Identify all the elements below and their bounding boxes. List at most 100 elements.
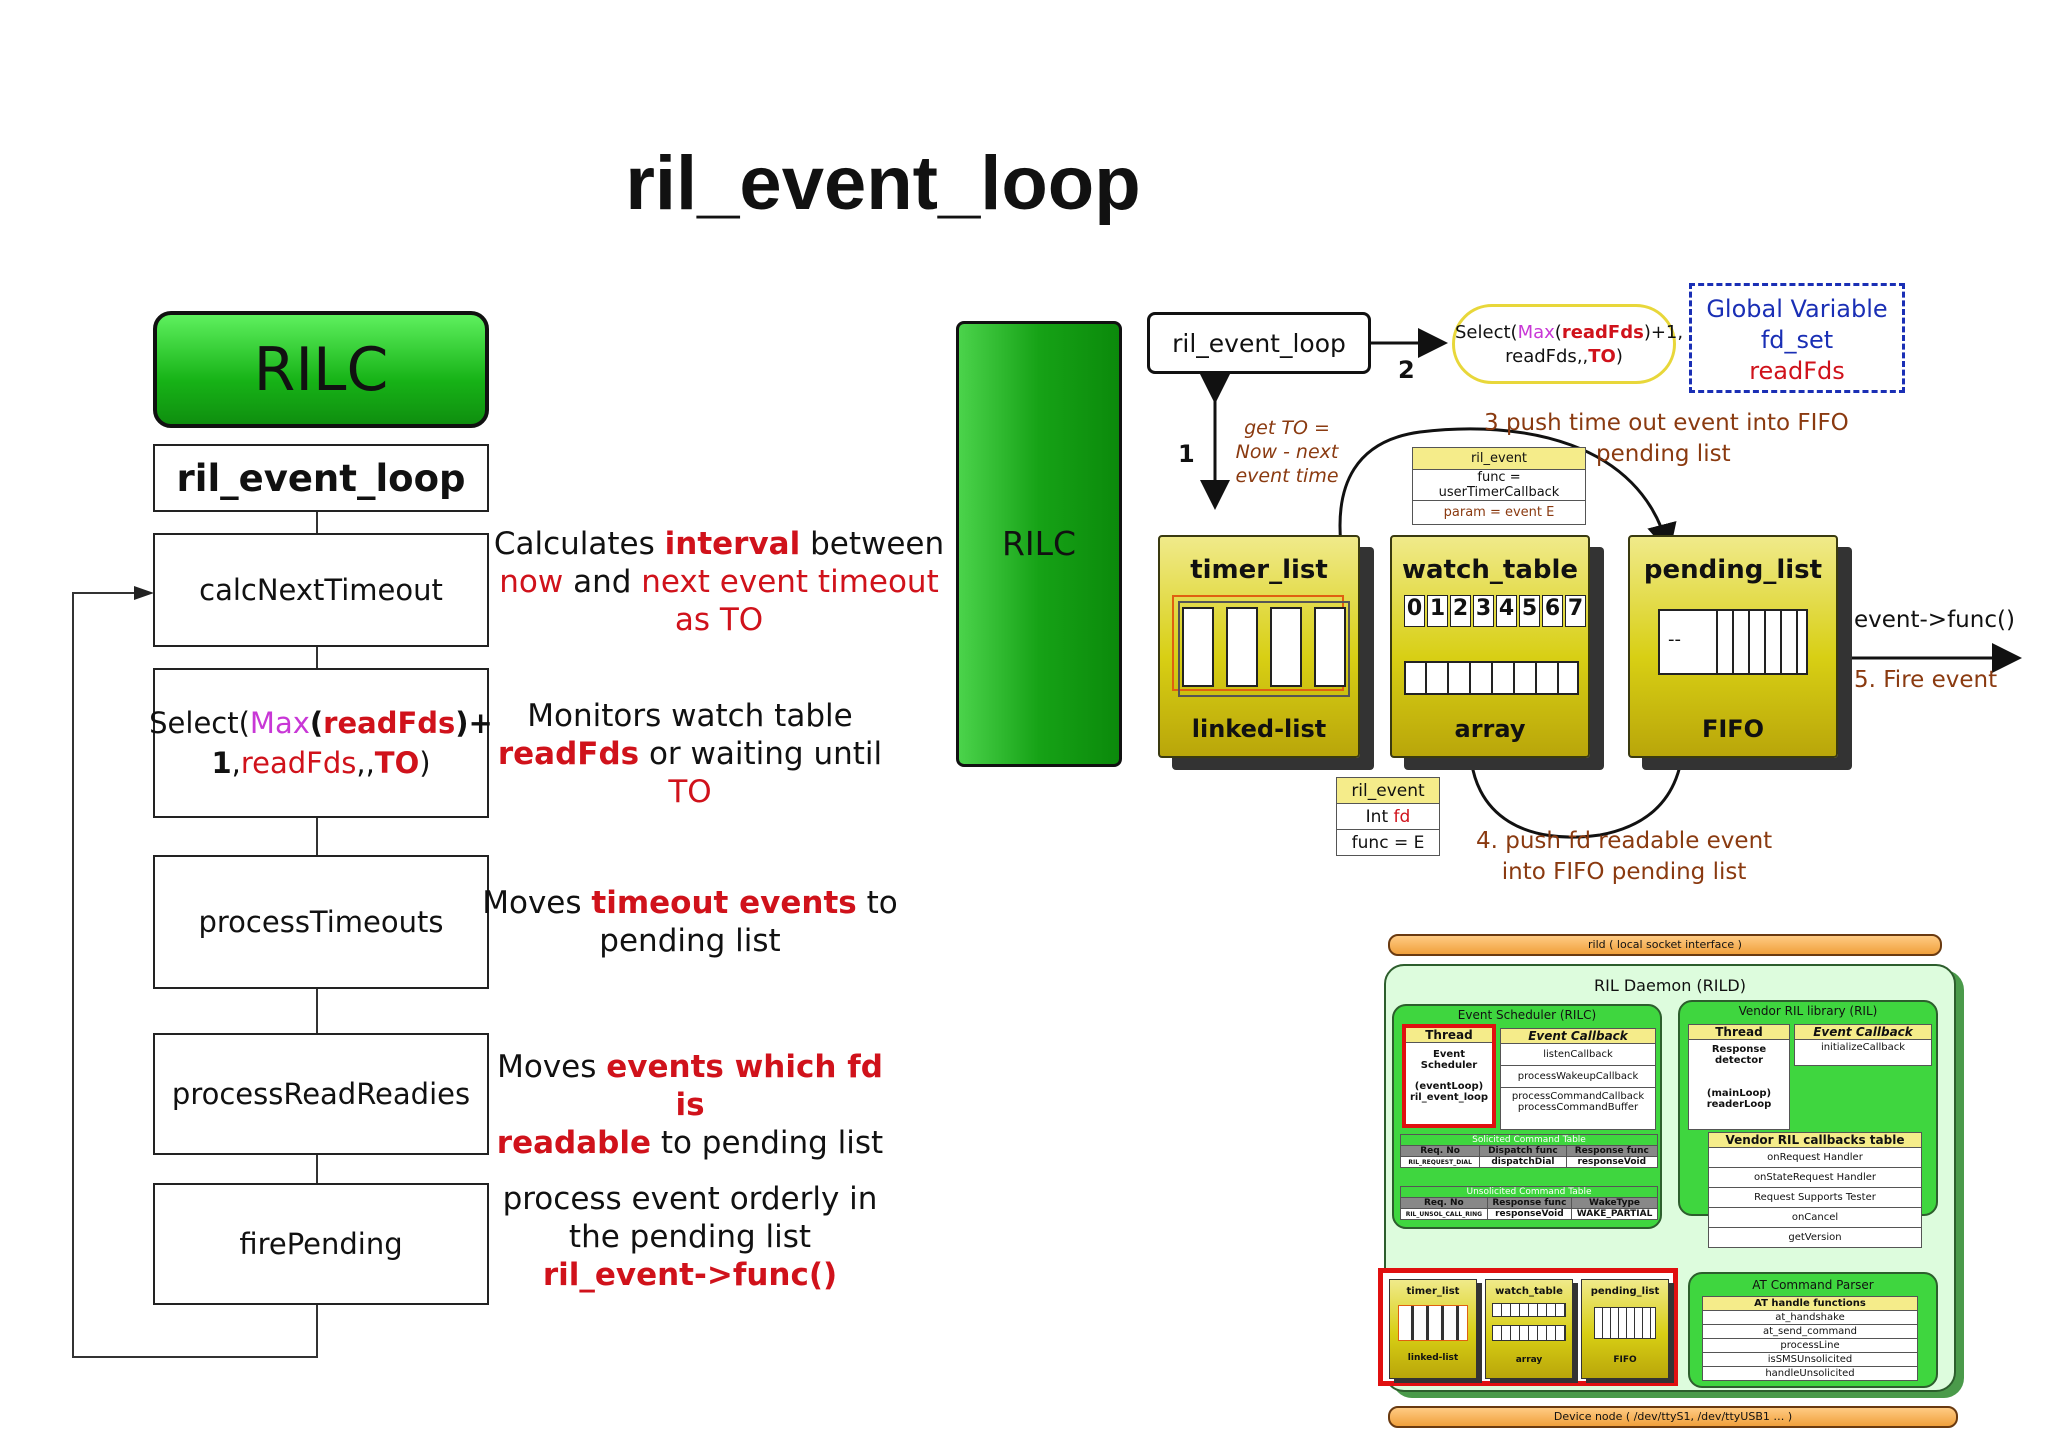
table-cell: Response func: [1565, 1145, 1659, 1157]
text-part: )+1,: [1643, 322, 1684, 343]
step-process-read-readies: processReadReadies: [153, 1033, 489, 1155]
cb-item: processCommandCallback: [1511, 1091, 1645, 1102]
text-part: between: [800, 526, 945, 562]
text-part: now: [499, 564, 564, 600]
text-part: process event orderly in: [502, 1181, 878, 1217]
bottom-bar-label: Device node ( /dev/ttyS1, /dev/ttyUSB1 ……: [1553, 1410, 1793, 1423]
step4-line: 4. push fd readable event: [1476, 828, 1773, 854]
cb-head: Event Callback: [1501, 1029, 1655, 1044]
table-cell: func = userTimerCallback: [1412, 469, 1586, 501]
desc-timeouts: Moves timeout events to pending list: [480, 884, 900, 960]
text-part: ): [419, 746, 431, 780]
fifo-dash: --: [1668, 629, 1681, 650]
table-cell: Req. No: [1399, 1145, 1481, 1157]
text-part: fd: [1393, 806, 1411, 827]
mini-title: watch_table: [1495, 1286, 1563, 1297]
global-line: Global Variable: [1706, 295, 1888, 323]
step4-line: into FIFO pending list: [1501, 859, 1747, 885]
vendor-thread: Thread Response detector (mainLoop) read…: [1688, 1024, 1790, 1130]
page-title: ril_event_loop: [625, 141, 1141, 226]
es-title: Event Scheduler (RILC): [1457, 1008, 1597, 1022]
text-part: ,,: [1576, 346, 1589, 367]
desc-select: Monitors watch table readFds or waiting …: [480, 697, 900, 811]
text-part: to: [856, 885, 898, 921]
block-subtitle: array: [1454, 715, 1526, 743]
table-cell: func = E: [1336, 829, 1440, 856]
es-thread: Thread Event Scheduler (eventLoop) ril_e…: [1402, 1024, 1496, 1128]
mini-watch-table: watch_table array: [1485, 1279, 1573, 1379]
get-to-line: Now - next: [1235, 441, 1339, 463]
text-part: Moves: [497, 1049, 607, 1085]
vendor-ril: Vendor RIL library (RIL) Thread Response…: [1678, 1000, 1938, 1248]
step3-line: pending list: [1596, 441, 1731, 467]
get-to-line: get TO =: [1244, 417, 1330, 439]
block-title: timer_list: [1190, 555, 1328, 585]
text-part: readFds: [1505, 346, 1577, 367]
table-cell: Int fd: [1336, 803, 1440, 830]
mini-sub: FIFO: [1613, 1355, 1637, 1365]
step-label: processReadReadies: [171, 1077, 471, 1111]
table-cell: Req. No: [1400, 1197, 1488, 1209]
thread-line: (eventLoop): [1414, 1081, 1484, 1092]
mini-sub: array: [1515, 1355, 1543, 1365]
step3-note: 3 push time out event into FIFO pending …: [1484, 408, 1849, 470]
step-process-timeouts: processTimeouts: [153, 855, 489, 989]
desc-calc: Calculates interval between now and next…: [488, 525, 950, 639]
text-part: ,: [231, 746, 241, 780]
mini-pending-list: pending_list FIFO: [1581, 1279, 1669, 1379]
rild-bottom-bar: Device node ( /dev/ttyS1, /dev/ttyUSB1 ……: [1388, 1406, 1958, 1428]
thread-line: ril_event_loop: [1409, 1092, 1489, 1103]
table-cell: RIL_REQUEST_DIAL: [1399, 1156, 1481, 1168]
flowchart: RILC ril_event_loop calcNextTimeout Sele…: [0, 0, 960, 1447]
digit-cell: 7: [1565, 595, 1586, 627]
text-part: )+: [455, 706, 493, 740]
linked-list-graphic: [1172, 595, 1350, 697]
step5-label: 5. Fire event: [1854, 667, 1998, 693]
mini-title: timer_list: [1406, 1286, 1460, 1297]
table-cell: param = event E: [1412, 500, 1586, 525]
block-subtitle: linked-list: [1191, 715, 1327, 743]
thread-line: readerLoop: [1706, 1099, 1772, 1110]
get-to-note: get TO = Now - next event time: [1222, 416, 1352, 488]
loop-box: ril_event_loop: [1147, 312, 1371, 374]
global-line: fd_set: [1760, 326, 1834, 354]
func-out-label: event->func(): [1854, 607, 2015, 633]
text-part: ,,: [356, 746, 375, 780]
text-part: (: [309, 706, 324, 740]
step-number-1: 1: [1178, 440, 1195, 468]
step-select-text: Select(Max(readFds)+ 1,readFds,,TO): [149, 703, 493, 783]
at-row: isSMSUnsolicited: [1703, 1353, 1917, 1367]
digits-row: 0 1 2 3 4 5 6 7: [1404, 595, 1586, 627]
text-part: readable: [496, 1125, 651, 1161]
flow-header: ril_event_loop: [153, 444, 489, 512]
flow-header-label: ril_event_loop: [176, 456, 466, 500]
table-cell: Unsolicited Command Table: [1400, 1186, 1658, 1198]
text-part: Calculates: [493, 526, 665, 562]
at-head: AT handle functions: [1703, 1297, 1917, 1311]
rilc-label: RILC: [253, 334, 389, 405]
mini-sub: linked-list: [1407, 1353, 1459, 1363]
text-part: Max: [1517, 322, 1555, 343]
vendor-title: Vendor RIL library (RIL): [1738, 1004, 1878, 1018]
vendor-tbl-item: getVersion: [1788, 1232, 1842, 1243]
table-cell: ril_event: [1336, 777, 1440, 804]
watch-table-block: watch_table 0 1 2 3 4 5 6 7 array: [1390, 535, 1590, 758]
table-cell: WakeType: [1571, 1197, 1658, 1209]
text-part: Monitors watch table: [527, 698, 853, 734]
vendor-tbl-title: Vendor RIL callbacks table: [1709, 1133, 1921, 1148]
digit-cell: 3: [1473, 595, 1494, 627]
at-title: AT Command Parser: [1752, 1278, 1874, 1292]
vendor-tbl-item: onStateRequest Handler: [1709, 1168, 1921, 1188]
text-part: Int: [1365, 806, 1394, 827]
digit-cell: 4: [1496, 595, 1517, 627]
global-variable-box: Global Variable fd_set readFds: [1689, 283, 1905, 393]
vendor-tbl-item: onRequest Handler: [1709, 1148, 1921, 1168]
vendor-callbacks: Event Callback initializeCallback: [1794, 1024, 1932, 1066]
step-select: Select(Max(readFds)+ 1,readFds,,TO): [149, 668, 493, 818]
mini-timer-list: timer_list linked-list: [1389, 1279, 1477, 1379]
timer-list-block: timer_list linked-list: [1158, 535, 1360, 758]
thread-head: Thread: [1406, 1028, 1492, 1043]
pending-list-block: pending_list -- FIFO: [1628, 535, 1838, 758]
text-part: readFds: [323, 706, 456, 740]
block-subtitle: FIFO: [1701, 715, 1765, 743]
